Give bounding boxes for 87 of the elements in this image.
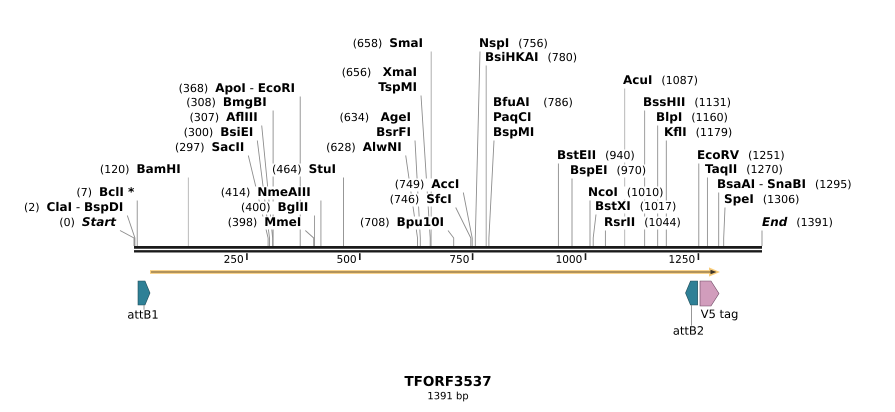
cut-site-label: (398) MmeI [228,217,300,228]
feature-block [138,280,150,306]
leader-line [261,125,274,246]
leader-line [304,230,314,246]
scale-label: 750 [450,255,469,263]
feature-block [700,280,720,306]
leader-line [120,230,134,246]
cut-site-label: (464) StuI [272,164,335,174]
leader-line [592,214,596,246]
leader-line [706,177,708,246]
cut-site-label: BfuAI (786) PaqCI BspMI [494,96,572,138]
cut-site-label: (746) SfcI [390,194,451,204]
feature-block [685,280,698,306]
scale-label: 500 [337,255,356,263]
cut-site-label: BspEI (970) [571,165,646,176]
cut-site-label: (634) AgeI BsrFI [340,112,410,136]
cut-site-label: (2) ClaI - BspDI [24,202,122,214]
cut-site-label: (308) BmgBI [187,97,266,109]
cut-site-label: (656) XmaI TspMI [342,67,416,94]
leader-line [405,155,418,246]
cut-site-label: BsiHKAI (780) [486,52,576,62]
leader-line [488,140,494,246]
feature-label: V5 tag [700,310,738,320]
cut-site-label: NspI (756) [480,38,547,50]
scale-label: 1250 [670,255,694,263]
leader-line [430,51,432,246]
leader-line [666,140,667,246]
cut-site-label: RsrII (1044) [605,217,680,228]
orf-band [150,267,720,277]
cut-site-label: (658) SmaI [354,38,422,48]
cut-site-label: (297) SacII [176,142,244,152]
cut-site-label: SpeI (1306) [724,194,798,206]
leader-line [657,125,658,246]
leader-line [256,140,270,246]
cut-site-label: (708) Bpu10I [360,217,443,228]
cut-site-label: (0) Start [60,217,116,228]
cut-site-label: (120) BamHI [100,164,180,174]
cut-site-label: TaqII (1270) [705,164,782,176]
cut-site-label: AcuI (1087) [623,75,698,86]
cut-site-label: (7) BclI * [77,186,134,198]
leader-line [414,140,421,246]
cut-site-label: (368) ApoI - EcoRI [180,83,294,94]
leader-line [248,155,269,246]
leader-line [462,192,473,246]
cut-site-label: KflI (1179) [665,126,732,138]
leader-line [320,200,322,246]
cut-site-label: BssHII (1131) [644,97,730,108]
leader-line [420,95,431,246]
leader-line [314,215,316,246]
leader-line [624,88,626,246]
leader-line [644,110,646,246]
leader-line [455,207,472,246]
leader-line [188,177,189,246]
cut-site-label: BstXI (1017) [596,201,676,212]
leader-line [558,163,559,246]
cut-site-label: BsaAI - SnaBI (1295) [718,179,851,190]
map-subtitle: 1391 bp [428,392,468,402]
feature-label: attB1 [128,310,158,319]
cut-site-label: (749) AccI [396,179,458,190]
leader-line [300,96,301,246]
leader-line [604,230,606,246]
cut-site-label: BstEII (940) [558,150,634,160]
cut-site-label: EcoRV (1251) [698,150,784,160]
leader-line [698,163,700,246]
cut-site-label: (400) BglII [242,202,308,214]
leader-line [343,177,344,246]
leader-line [718,192,720,246]
feature-label: attB2 [674,326,703,335]
map-title: TFORF3537 [404,376,490,386]
scale-label: 1000 [556,255,582,263]
cut-site-label: (300) BsiEI [184,126,252,138]
leader-line [486,65,487,246]
leader-line [474,51,480,246]
leader-line [691,304,692,326]
dna-backbone [134,246,762,253]
scale-label: 250 [224,255,243,263]
cut-site-label: End (1391) [762,216,832,228]
cut-site-label: (628) AlwNI [327,142,401,152]
leader-line [272,110,274,246]
cut-site-label: BlpI (1160) [657,112,727,124]
cut-site-label: (307) AflIII [190,112,257,122]
leader-line [126,215,136,246]
leader-line [136,200,138,246]
cut-site-label: (414) NmeAIII [222,187,310,198]
cut-site-label: NcoI (1010) [589,187,662,198]
leader-line [448,230,454,246]
leader-line [723,207,726,246]
